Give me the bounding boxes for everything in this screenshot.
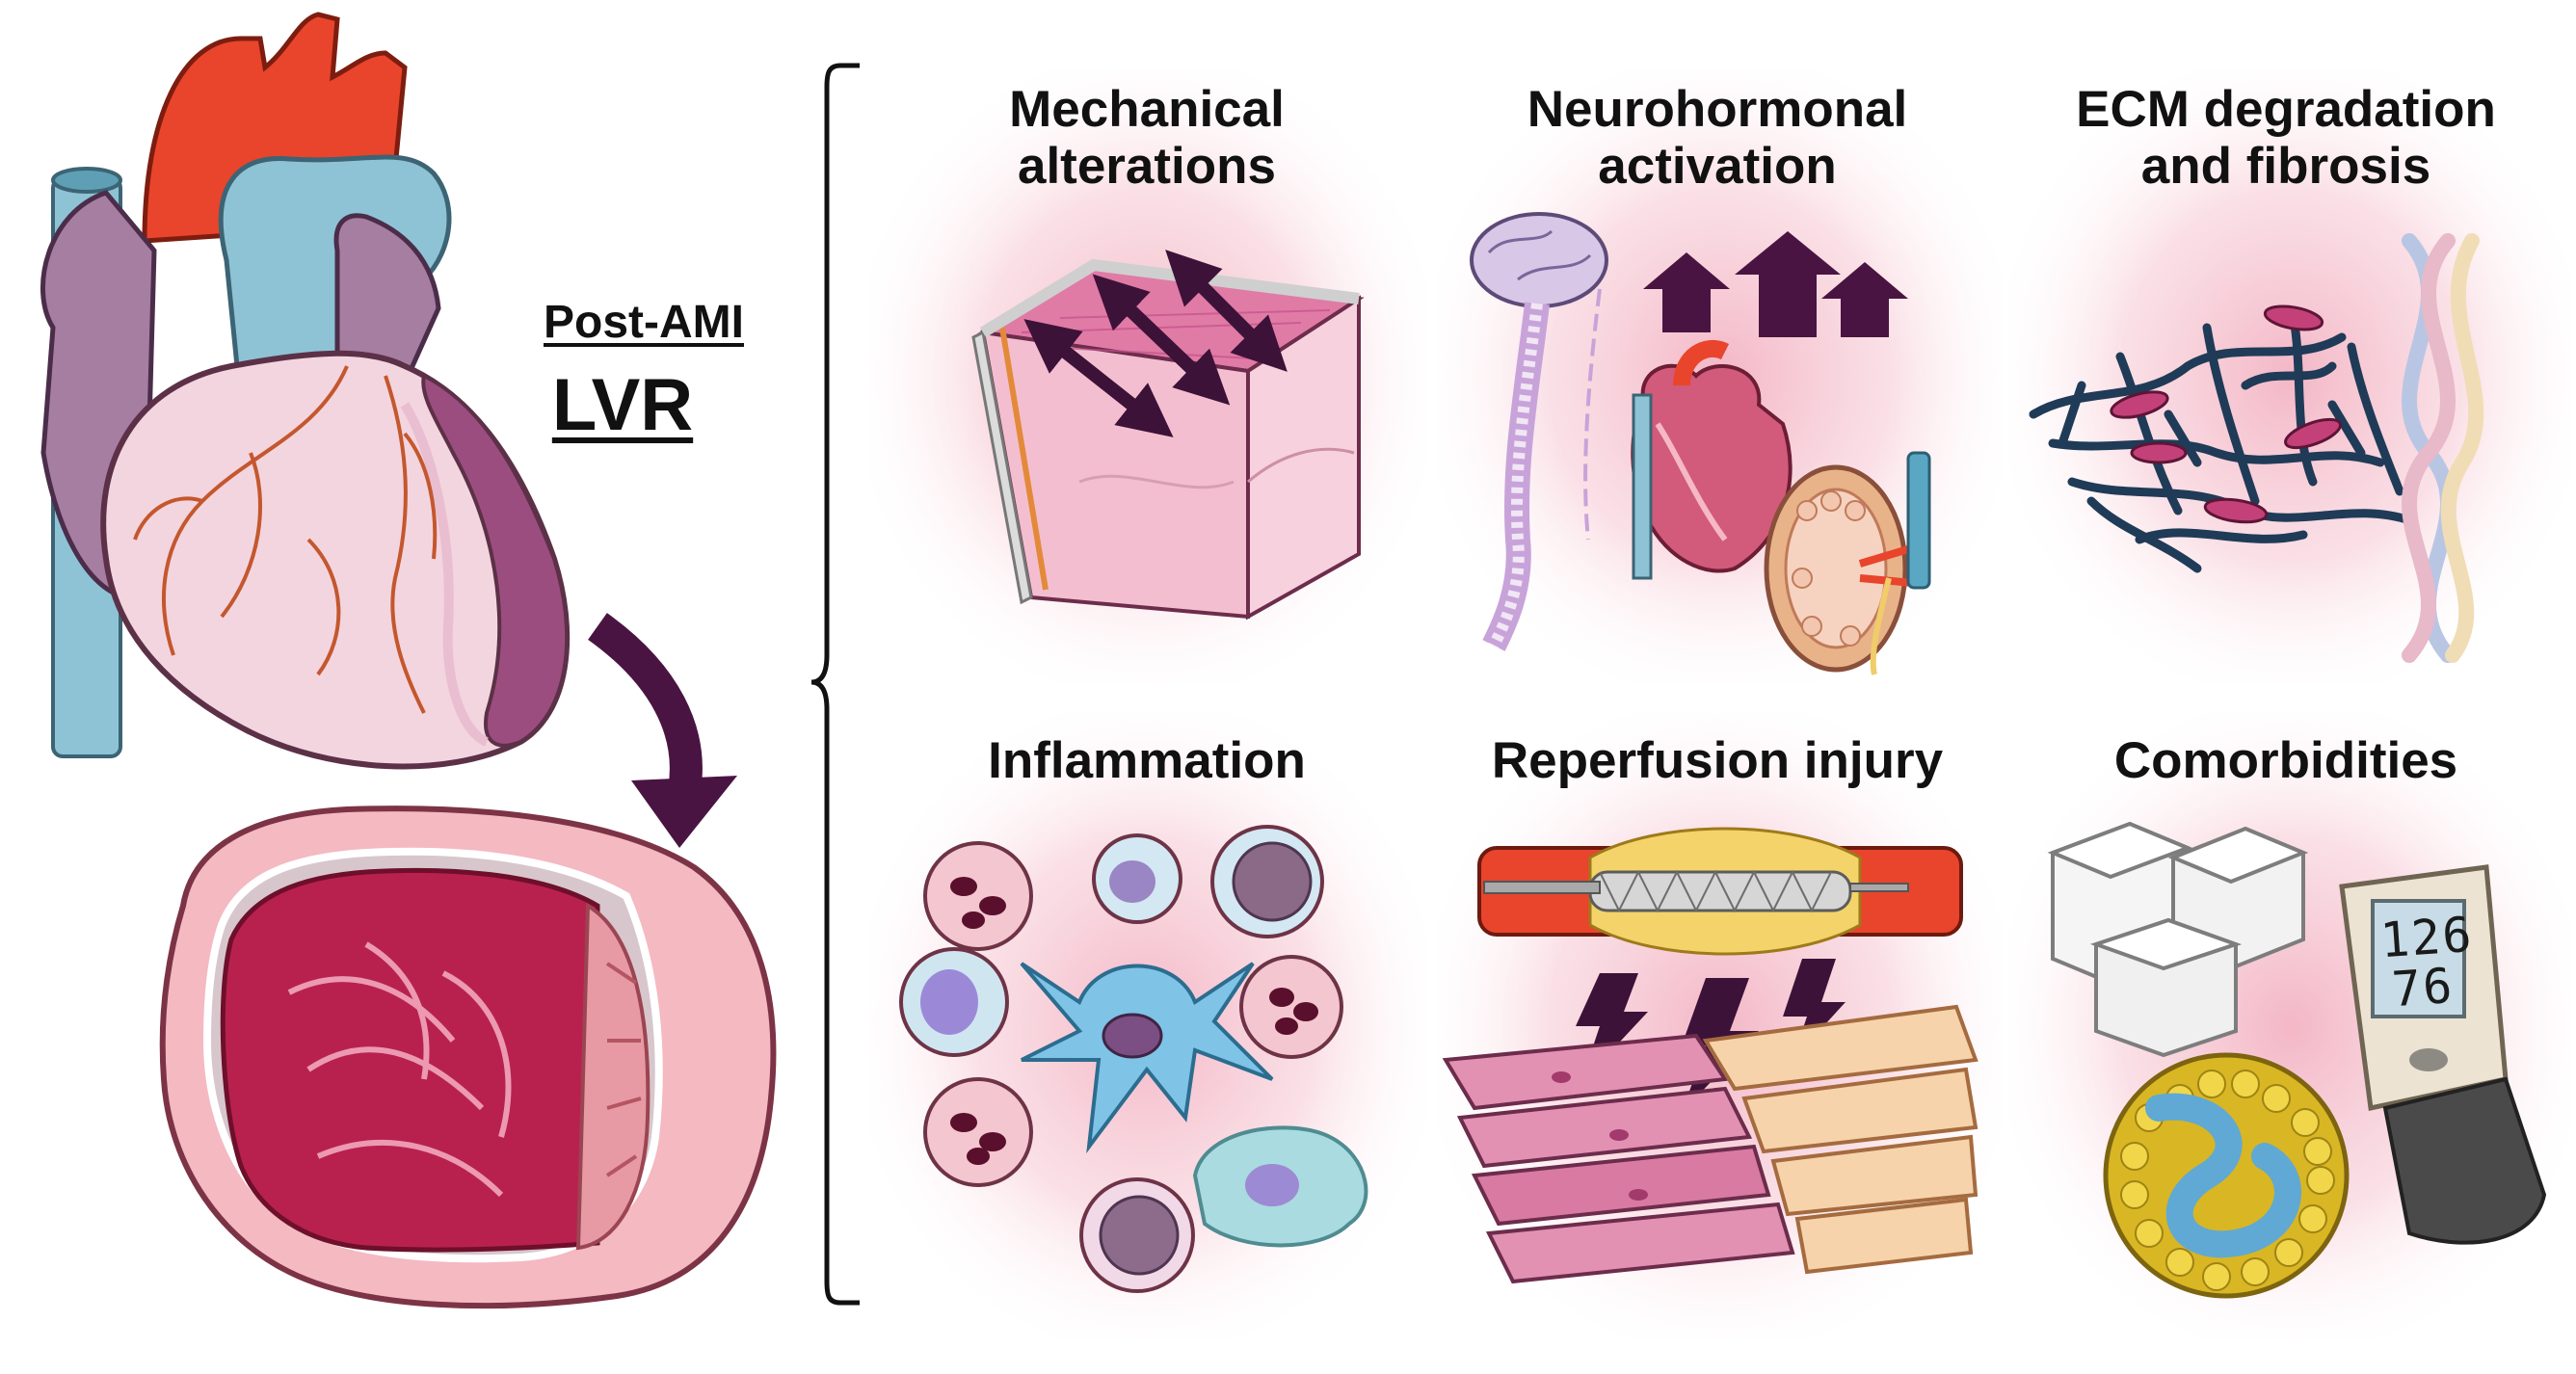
immune-cells [899,825,1368,1293]
up-arrow-right [1821,262,1908,337]
left-ventricle-wall [421,373,570,748]
bp-monitor [2339,864,2547,1245]
grouping-bracket [810,63,860,1306]
collagen-fibers [2402,233,2484,663]
panel-title-reperfusion: Reperfusion injury [1491,732,1944,789]
heart-illustration [40,12,571,770]
panel-title-mechanical: Mechanical alterations [1009,81,1285,196]
adipocyte-cluster [2103,1052,2350,1299]
stented-artery [1477,827,1963,956]
panel-title-inflammation: Inflammation [988,732,1306,789]
ecm-network [2029,313,2414,573]
glucose-worm [2145,1093,2301,1258]
panel-title-comorbidities: Comorbidities [2113,732,2458,789]
progression-arrow-head [631,776,737,848]
remodeled-heart-section [159,806,777,1309]
neuro-illustration [1470,212,1931,675]
bp-diastolic-readout: 76 [2390,957,2456,1018]
up-arrow-center [1735,231,1841,337]
fibroblasts [2110,304,2342,524]
bp-cuff [2382,1076,2547,1245]
up-arrow-left [1643,252,1730,332]
coronary-arteries [133,365,438,714]
post-ami-label: Post-AMI [544,297,744,348]
panel-title-neurohormonal: Neurohormonal activation [1527,81,1908,196]
lvr-label: LVR [551,364,694,446]
bp-systolic-readout: 126 [2378,906,2476,969]
mechanical-tissue-block [971,258,1365,621]
tension-arrows [1023,250,1288,437]
panel-title-ecm: ECM degradation and fibrosis [2076,81,2496,196]
progression-arrow-shaft [587,613,703,793]
cardiomyocytes [1442,1004,1978,1284]
sugar-cubes [2047,821,2309,1058]
